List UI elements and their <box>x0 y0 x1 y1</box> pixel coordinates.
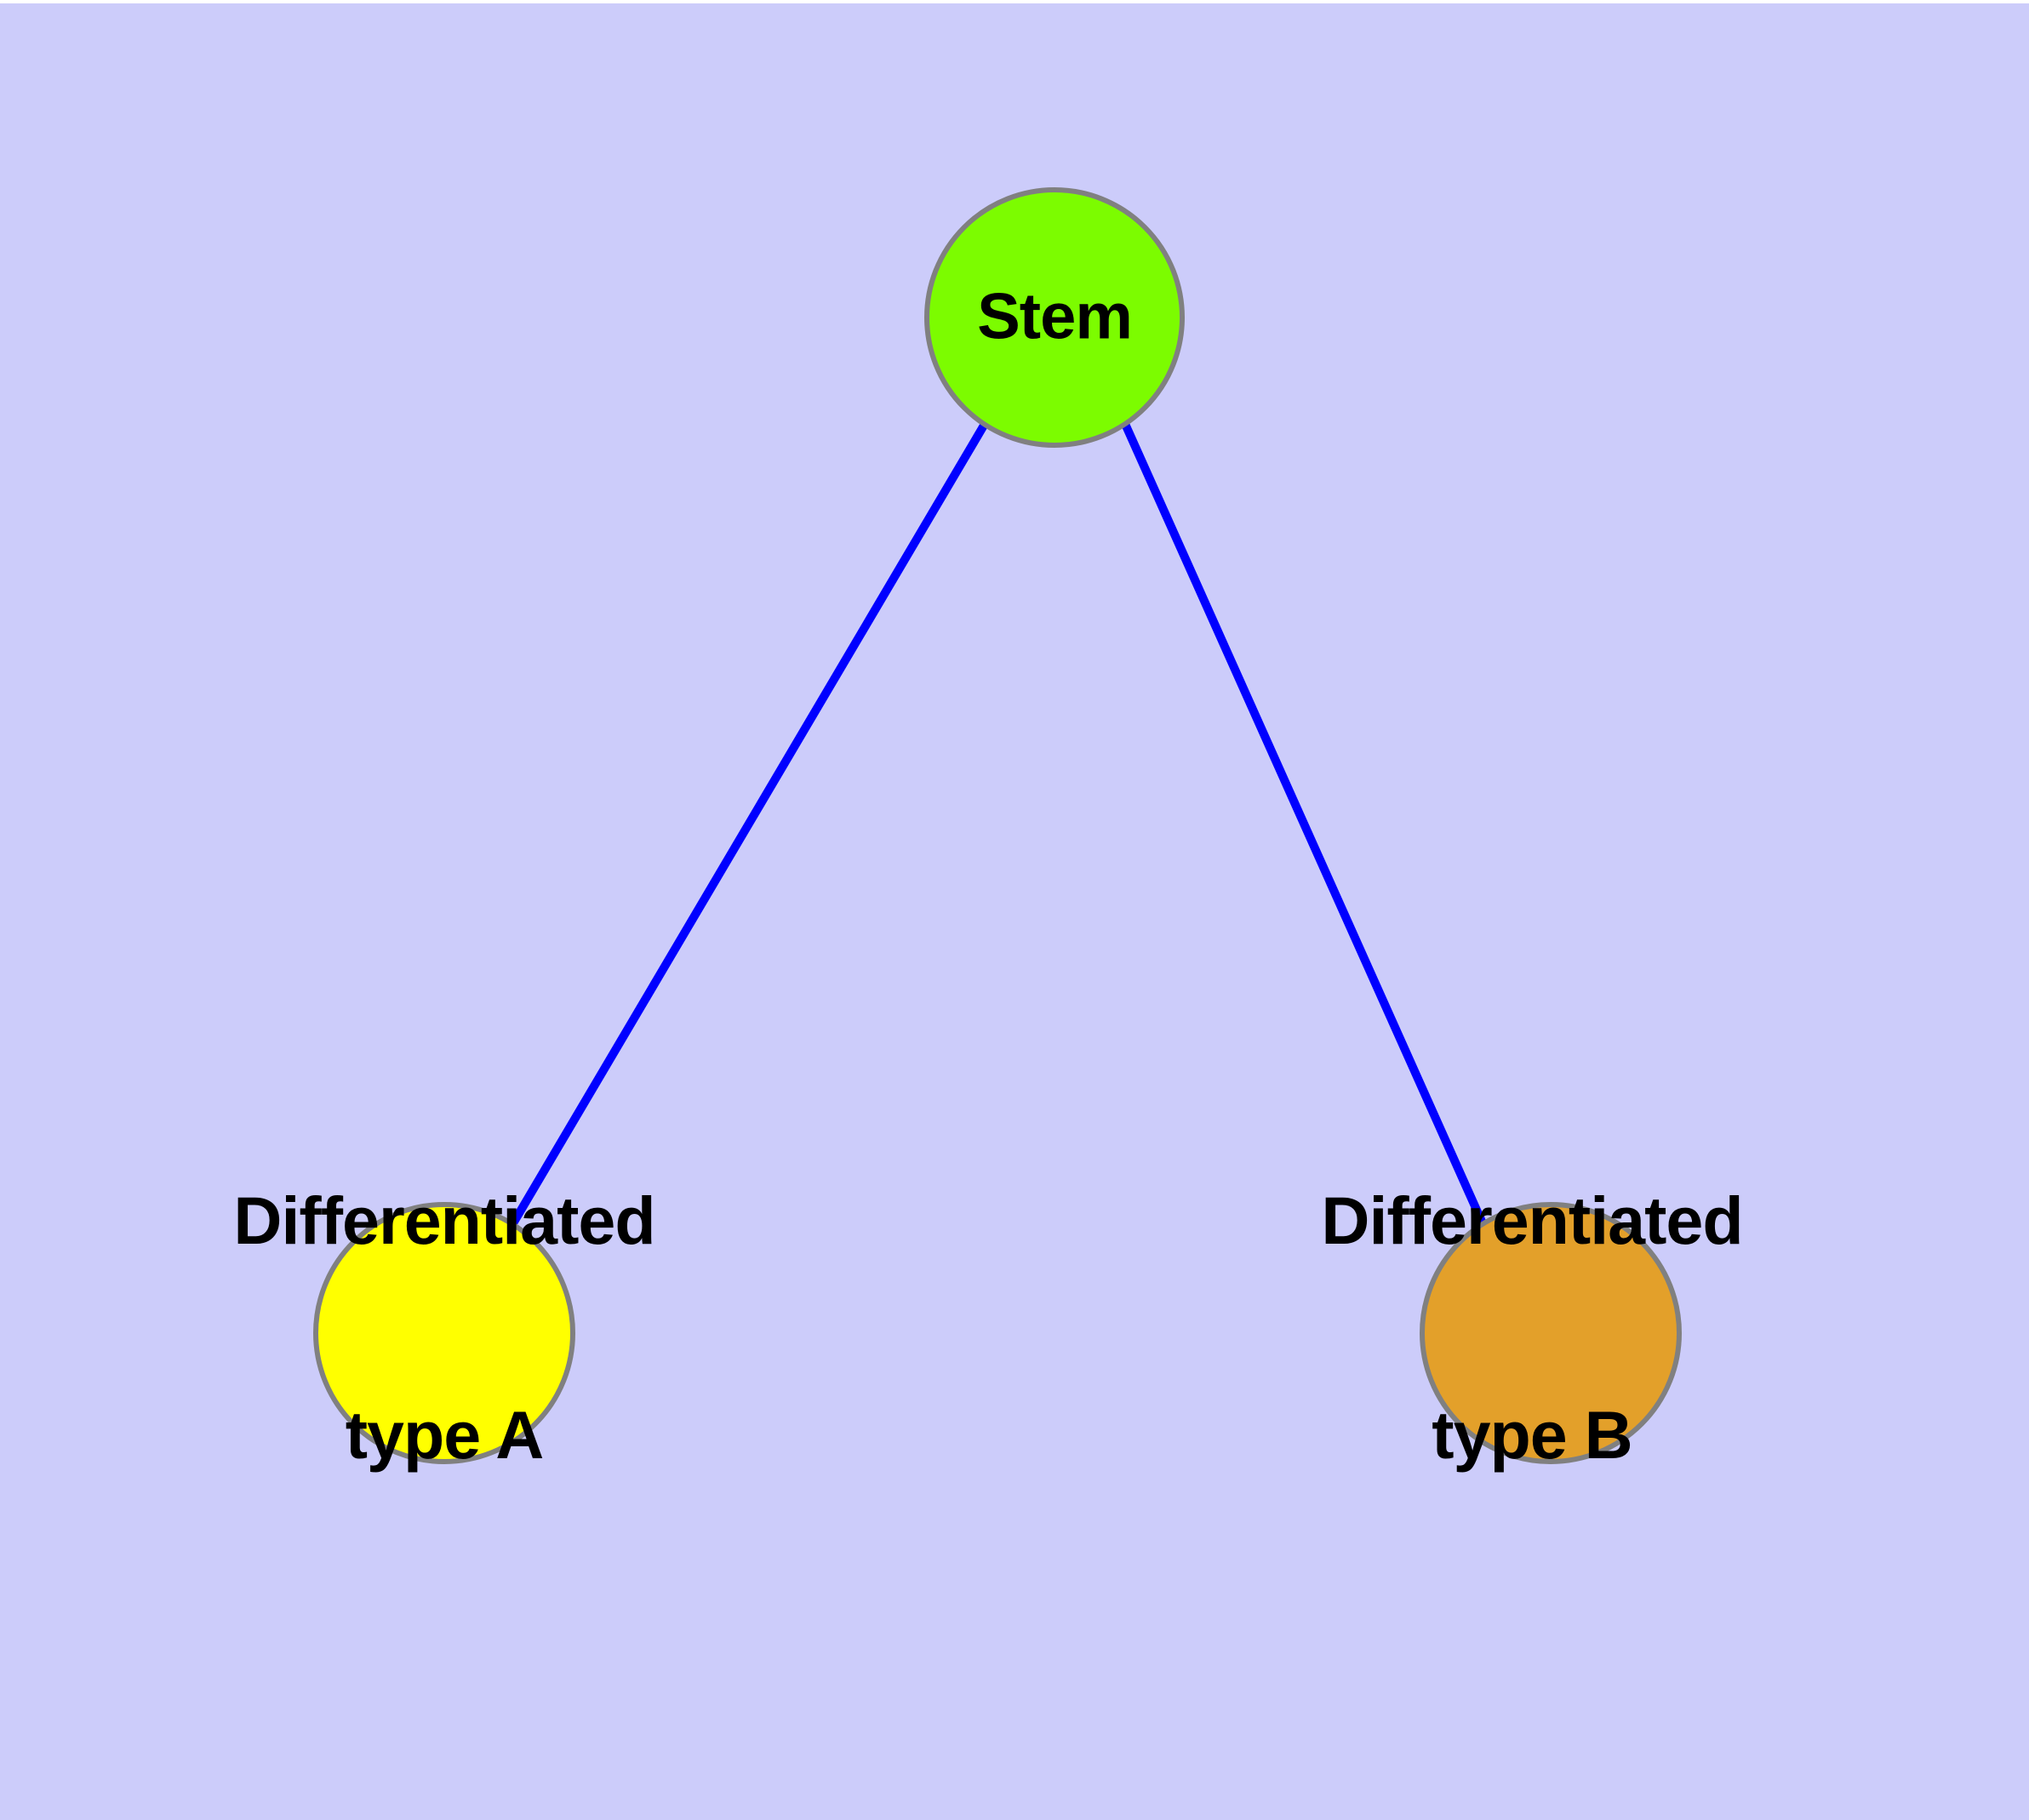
nodes-group <box>313 187 1682 1464</box>
node-differentiated-type-b[interactable] <box>1420 1202 1682 1464</box>
node-differentiated-type-a[interactable] <box>313 1202 575 1464</box>
node-stem[interactable] <box>924 187 1185 448</box>
edge-stem-to-differentiated-type-a[interactable] <box>509 421 989 1226</box>
edge-stem-to-differentiated-type-b[interactable] <box>1121 421 1487 1226</box>
edges-group <box>509 421 1487 1226</box>
